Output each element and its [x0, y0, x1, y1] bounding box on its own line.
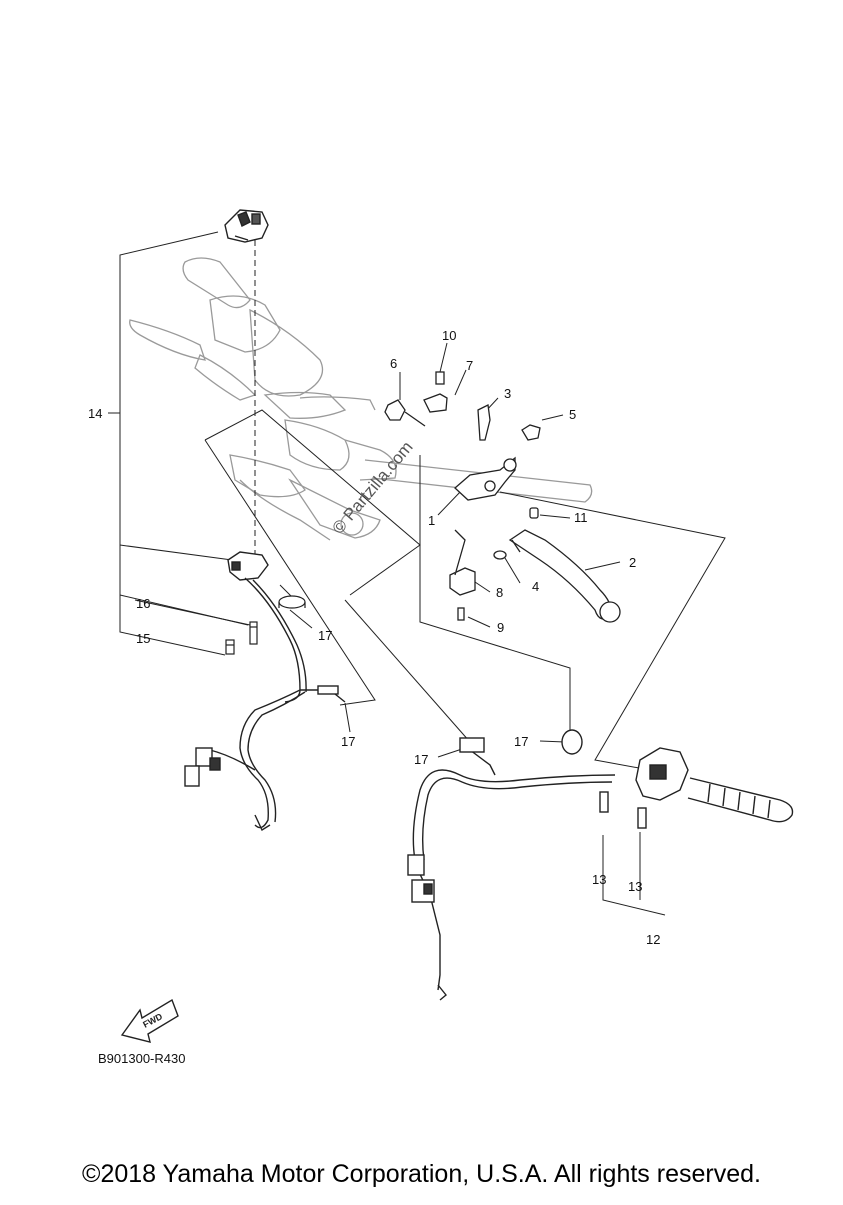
upper-switch-housing — [224, 209, 269, 243]
left-switch-harness — [184, 551, 346, 832]
callout-15: 15 — [136, 631, 150, 646]
screws-15-16 — [225, 621, 258, 655]
ghost-handlebar-assembly — [129, 257, 593, 541]
callout-numbers: 1 2 3 4 5 6 7 8 9 10 11 12 13 13 14 15 1… — [88, 328, 660, 947]
callout-17b: 17 — [341, 734, 355, 749]
callout-17c: 17 — [414, 752, 428, 767]
clutch-bracket-assembly — [384, 371, 621, 623]
callout-3: 3 — [504, 386, 511, 401]
callout-1: 1 — [428, 513, 435, 528]
leader-lines — [108, 231, 726, 916]
callout-17a: 17 — [318, 628, 332, 643]
callout-10: 10 — [442, 328, 456, 343]
callout-5: 5 — [569, 407, 576, 422]
callout-17d: 17 — [514, 734, 528, 749]
callout-16: 16 — [136, 596, 150, 611]
copyright-notice: ©2018 Yamaha Motor Corporation, U.S.A. A… — [82, 1160, 761, 1188]
forward-direction-arrow: FWD — [120, 998, 179, 1043]
callout-6: 6 — [390, 356, 397, 371]
callout-9: 9 — [497, 620, 504, 635]
callout-11: 11 — [574, 510, 588, 525]
callout-7: 7 — [466, 358, 473, 373]
band-clamp-left — [278, 595, 306, 609]
callout-2: 2 — [629, 555, 636, 570]
callout-12: 12 — [646, 932, 660, 947]
diagram-code: B901300-R430 — [98, 1051, 185, 1066]
callout-13a: 13 — [592, 872, 606, 887]
callout-4: 4 — [532, 579, 539, 594]
right-switch-harness — [407, 729, 794, 1001]
callout-8: 8 — [496, 585, 503, 600]
callout-13b: 13 — [628, 879, 642, 894]
partzilla-watermark: © Partzilla.com — [329, 438, 417, 538]
callout-14: 14 — [88, 406, 102, 421]
